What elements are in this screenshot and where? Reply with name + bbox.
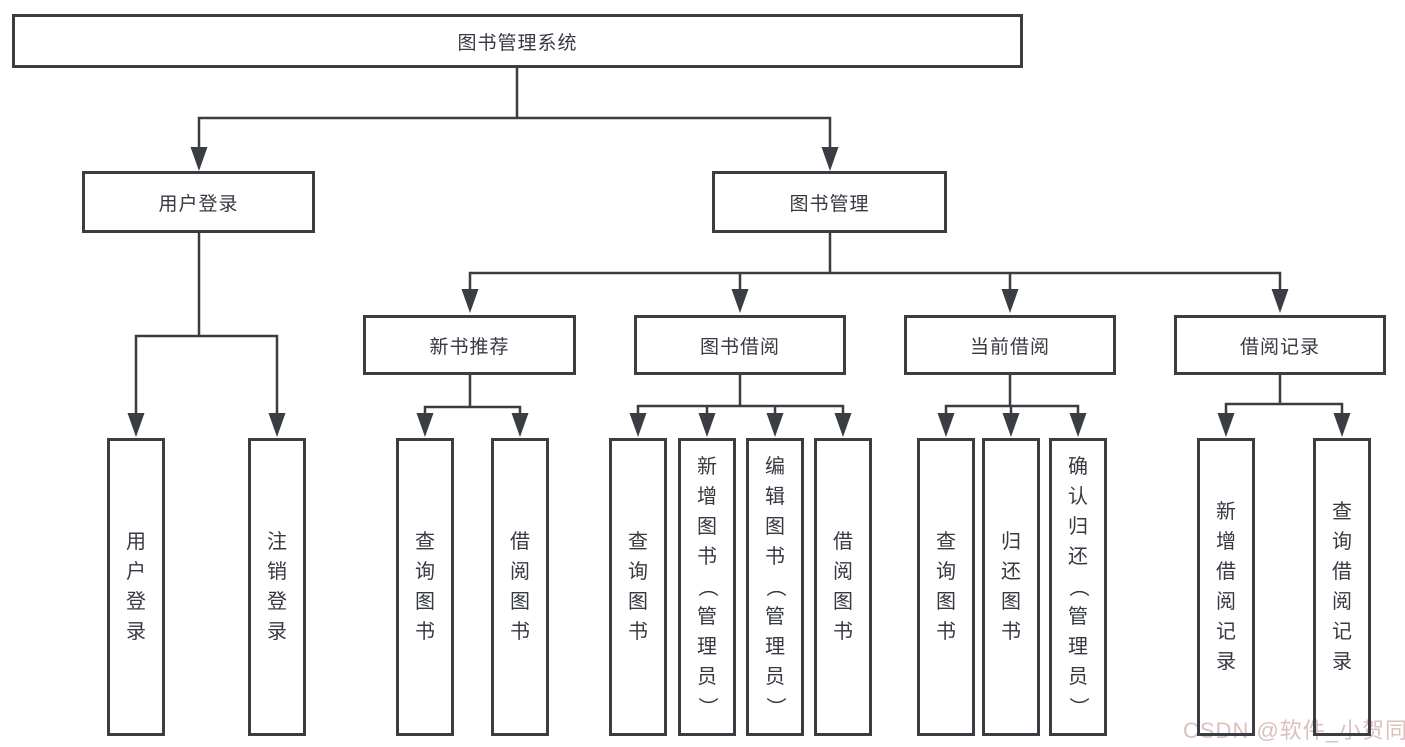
node-label: 借阅图书 — [833, 531, 853, 643]
node-label: 查询图书 — [415, 531, 435, 643]
leaf-add-borrow-record: 新增借阅记录 — [1197, 438, 1255, 736]
node-current-borrow: 当前借阅 — [904, 315, 1116, 375]
node-label: 用户登录 — [158, 193, 239, 215]
node-label: 新增图书（管理员） — [696, 456, 718, 717]
node-label: 注销登录 — [267, 531, 287, 643]
node-label: 借阅图书 — [510, 531, 530, 643]
leaf-query-books: 查询图书 — [396, 438, 454, 736]
node-label: 查询图书 — [628, 531, 648, 643]
leaf-logout: 注销登录 — [248, 438, 306, 736]
leaf-confirm-return-admin: 确认归还（管理员） — [1049, 438, 1107, 736]
node-borrow-records: 借阅记录 — [1174, 315, 1386, 375]
leaf-add-book-admin: 新增图书（管理员） — [678, 438, 736, 736]
node-label: 图书借阅 — [699, 336, 780, 358]
leaf-query-borrow-record: 查询借阅记录 — [1313, 438, 1371, 736]
arrowheads — [127, 147, 1351, 437]
node-label: 归还图书 — [1001, 531, 1021, 643]
connector-path — [134, 66, 1344, 418]
leaf-query-books: 查询图书 — [917, 438, 975, 736]
leaf-user-login: 用户登录 — [107, 438, 165, 736]
node-label: 新书推荐 — [429, 336, 510, 358]
node-book-borrow: 图书借阅 — [634, 315, 846, 375]
leaf-edit-book-admin: 编辑图书（管理员） — [746, 438, 804, 736]
node-label: 图书管理系统 — [457, 32, 578, 54]
node-label: 查询图书 — [936, 531, 956, 643]
node-label: 查询借阅记录 — [1332, 501, 1352, 673]
node-new-book-recommend: 新书推荐 — [363, 315, 576, 375]
leaf-borrow-books: 借阅图书 — [491, 438, 549, 736]
leaf-return-books: 归还图书 — [982, 438, 1040, 736]
node-label: 编辑图书（管理员） — [764, 456, 786, 717]
node-label: 确认归还（管理员） — [1067, 456, 1089, 717]
node-label: 用户登录 — [126, 531, 146, 643]
csdn-watermark: CSDN @软件_小贺同学 — [1183, 718, 1405, 743]
leaf-borrow-books: 借阅图书 — [814, 438, 872, 736]
node-library-management-system: 图书管理系统 — [12, 14, 1023, 68]
node-label: 当前借阅 — [969, 336, 1050, 358]
node-book-management: 图书管理 — [712, 171, 947, 233]
leaf-query-books: 查询图书 — [609, 438, 667, 736]
node-label: 借阅记录 — [1239, 336, 1320, 358]
node-label: 新增借阅记录 — [1216, 501, 1236, 673]
node-user-login: 用户登录 — [82, 171, 315, 233]
node-label: 图书管理 — [789, 193, 870, 215]
